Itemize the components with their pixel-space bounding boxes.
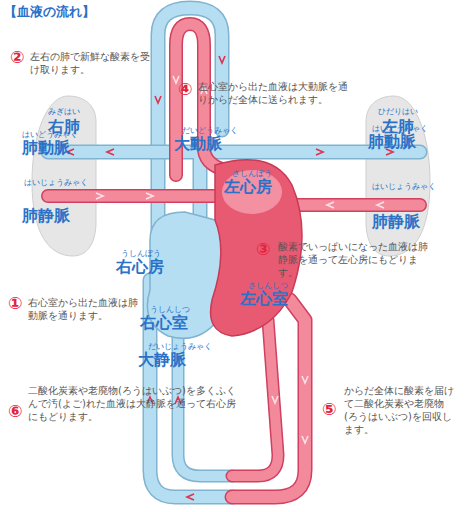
part-name: 右心房 bbox=[116, 257, 164, 278]
furigana: はいじょうみゃく bbox=[372, 182, 436, 192]
callout-number: ③ bbox=[256, 238, 270, 260]
callout-note: 二酸化炭素や老廃物(ろうはいぶつ)を多くふくんで汚(よご)れた血液は大静脈を通っ… bbox=[28, 384, 238, 423]
callout-number: ④ bbox=[178, 78, 192, 100]
lung-shape: ひだりはい左肺 bbox=[362, 92, 434, 260]
furigana: はいじょうみゃく bbox=[24, 178, 88, 188]
furigana: ひだりはい bbox=[378, 106, 418, 117]
part-name: 肺静脈 bbox=[22, 206, 70, 227]
part-name: 肺動脈 bbox=[22, 138, 70, 159]
furigana: みぎはい bbox=[48, 106, 80, 117]
callout-note: からだ全体に酸素を届けて二酸化炭素や老廃物(ろうはいぶつ)を回収します。 bbox=[344, 384, 456, 436]
part-name: 肺動脈 bbox=[368, 132, 416, 153]
part-name: 左心室 bbox=[240, 289, 288, 310]
callout-note: 左右の肺で新鮮な酸素を受け取ります。 bbox=[30, 50, 158, 76]
callout-number: ⑥ bbox=[8, 400, 22, 422]
blue-vessels bbox=[48, 8, 420, 497]
part-name: 左心房 bbox=[224, 177, 272, 198]
callout-note: 酸素でいっぱいになった血液は肺静脈を通って左心房にもどります。 bbox=[278, 240, 433, 279]
part-name: 肺静脈 bbox=[372, 212, 420, 233]
callout-number: ② bbox=[10, 46, 24, 68]
part-name: 大静脈 bbox=[138, 350, 186, 371]
callout-number: ⑤ bbox=[322, 398, 336, 420]
callout-note: 右心室から出た血液は肺動脈を通ります。 bbox=[28, 296, 140, 322]
part-name: 右心室 bbox=[140, 313, 188, 334]
part-name: 大動脈 bbox=[174, 134, 222, 155]
callout-note: 左心室から出た血液は大動脈を通りからだ全体に送られます。 bbox=[198, 80, 348, 106]
callout-number: ① bbox=[8, 292, 22, 314]
diagram-title: 【血液の流れ】 bbox=[4, 3, 95, 21]
lung-shape: みぎはい右肺 bbox=[28, 92, 100, 260]
